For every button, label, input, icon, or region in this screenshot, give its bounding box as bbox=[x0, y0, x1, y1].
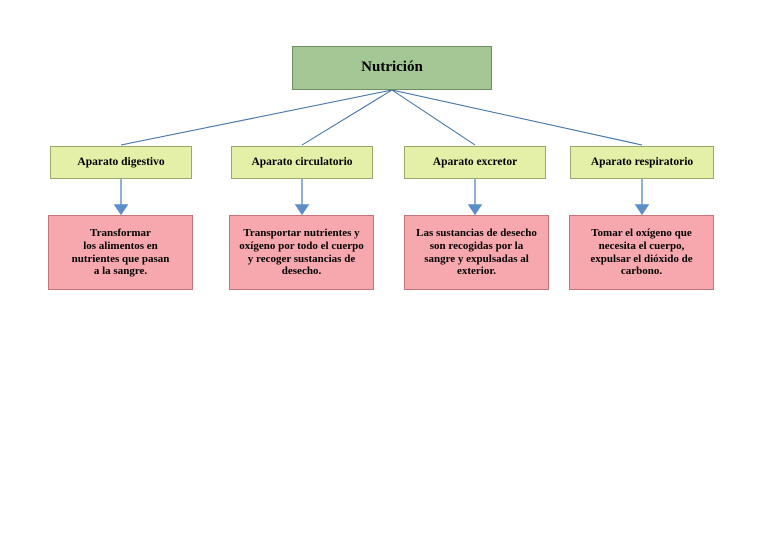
node-aparato-circulatorio[interactable]: Aparato circulatorio bbox=[231, 146, 373, 179]
node-aparato-digestivo-label: Aparato digestivo bbox=[77, 155, 165, 168]
node-aparato-circulatorio-label: Aparato circulatorio bbox=[251, 155, 353, 168]
node-aparato-respiratorio[interactable]: Aparato respiratorio bbox=[570, 146, 714, 179]
node-aparato-excretor[interactable]: Aparato excretor bbox=[404, 146, 546, 179]
node-aparato-respiratorio-label: Aparato respiratorio bbox=[590, 155, 694, 168]
node-nutricion[interactable]: Nutrición bbox=[292, 46, 492, 90]
node-aparato-excretor-label: Aparato excretor bbox=[432, 155, 518, 168]
node-aparato-digestivo[interactable]: Aparato digestivo bbox=[50, 146, 192, 179]
node-nutricion-label: Nutrición bbox=[361, 59, 423, 76]
